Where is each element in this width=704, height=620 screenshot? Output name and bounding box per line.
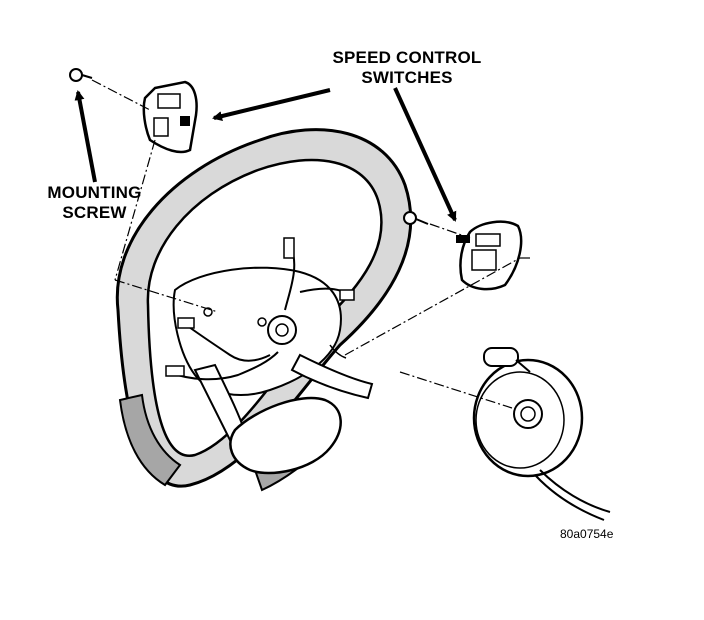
speed-control-switches-label: SPEED CONTROL SWITCHES (312, 48, 502, 87)
figure-code: 80a0754e (560, 527, 614, 541)
clockspring-assembly (472, 347, 611, 521)
left-speed-control-switch (142, 80, 198, 154)
mounting-line1: MOUNTING (47, 183, 142, 202)
speed-control-line2: SWITCHES (361, 67, 453, 87)
steering-wheel (115, 128, 413, 492)
right-mounting-screw (403, 211, 429, 225)
speed-control-line1: SPEED CONTROL (332, 48, 482, 67)
left-mounting-screw (69, 68, 93, 82)
mounting-screw-label: MOUNTING SCREW (32, 183, 157, 222)
right-speed-control-switch (456, 220, 523, 291)
callout-arrows (74, 87, 457, 222)
mounting-line2: SCREW (62, 202, 127, 222)
installation-guide-lines (91, 79, 530, 409)
